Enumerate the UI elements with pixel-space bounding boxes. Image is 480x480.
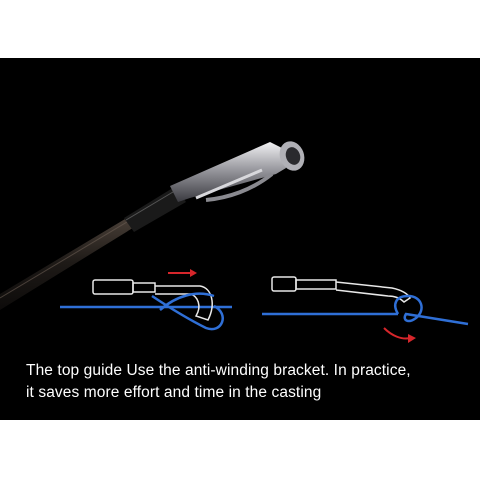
product-photo: The top guide Use the anti-winding brack… [0, 58, 480, 420]
diagram-anti-winding-guide [262, 276, 469, 343]
caption: The top guide Use the anti-winding brack… [26, 360, 466, 404]
top-guide [170, 141, 305, 202]
caption-line-1: The top guide Use the anti-winding brack… [26, 362, 411, 379]
caption-line-2: it saves more effort and time in the cas… [26, 384, 322, 401]
rod-blank [0, 216, 136, 310]
rod-illustration [0, 141, 469, 343]
diagram-tangled-guide [60, 269, 232, 331]
guide-wrap [124, 186, 186, 232]
